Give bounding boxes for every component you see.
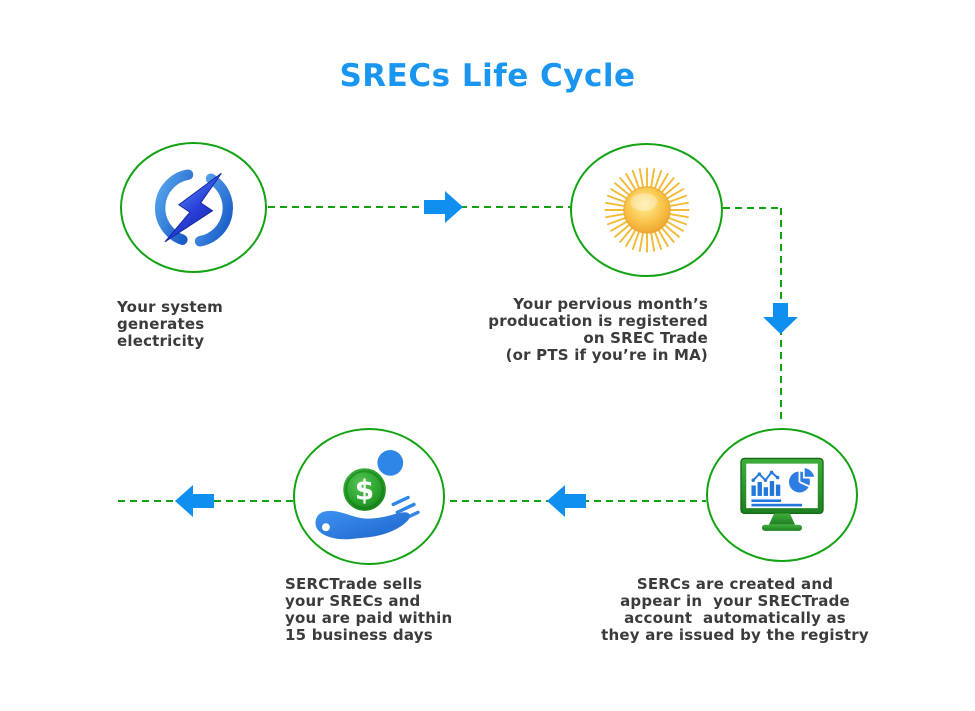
caption-srecs-sold: SERCTrade sells your SRECs and you are p…: [285, 576, 452, 644]
caption-line: generates: [117, 315, 205, 333]
node-sercs-created: [706, 428, 858, 562]
caption-line: SERCTrade sells: [285, 575, 423, 593]
caption-line: your SRECs and: [285, 592, 421, 610]
caption-line: appear in your SRECTrade: [620, 592, 850, 610]
node-srecs-sold: $: [293, 428, 445, 565]
caption-line: account automatically as: [624, 609, 846, 627]
sun-icon: [602, 166, 691, 254]
caption-line: Your system: [117, 298, 223, 316]
caption-line: (or PTS if you’re in MA): [505, 346, 708, 364]
node-production-registered: [570, 143, 723, 277]
caption-line: SERCs are created and: [636, 575, 834, 593]
arrow-right-icon: [424, 191, 463, 223]
lightning-icon: [154, 168, 233, 246]
caption-line: producation is registered: [488, 312, 708, 330]
caption-line: on SREC Trade: [583, 329, 708, 347]
caption-line: you are paid within: [285, 609, 453, 627]
monitor-chart-icon: [740, 457, 824, 531]
arrow-left-exit-icon: [175, 485, 214, 517]
caption-line: 15 business days: [285, 626, 433, 644]
caption-line: Your pervious month’s: [513, 295, 708, 313]
caption-sercs-created: SERCs are created and appear in your SRE…: [592, 576, 878, 644]
arrow-left-icon: [547, 485, 586, 517]
arrow-down-icon: [763, 303, 798, 334]
caption-line: they are issued by the registry: [601, 626, 869, 644]
hand-coin-icon: $: [315, 449, 420, 540]
caption-system-generates: Your system generates electricity: [117, 299, 223, 350]
caption-line: electricity: [117, 332, 205, 350]
caption-production-registered: Your pervious month’s producation is reg…: [412, 296, 708, 364]
svg-text:$: $: [355, 473, 374, 506]
node-system-generates: [120, 142, 267, 273]
page-title: SRECs Life Cycle: [339, 58, 636, 94]
